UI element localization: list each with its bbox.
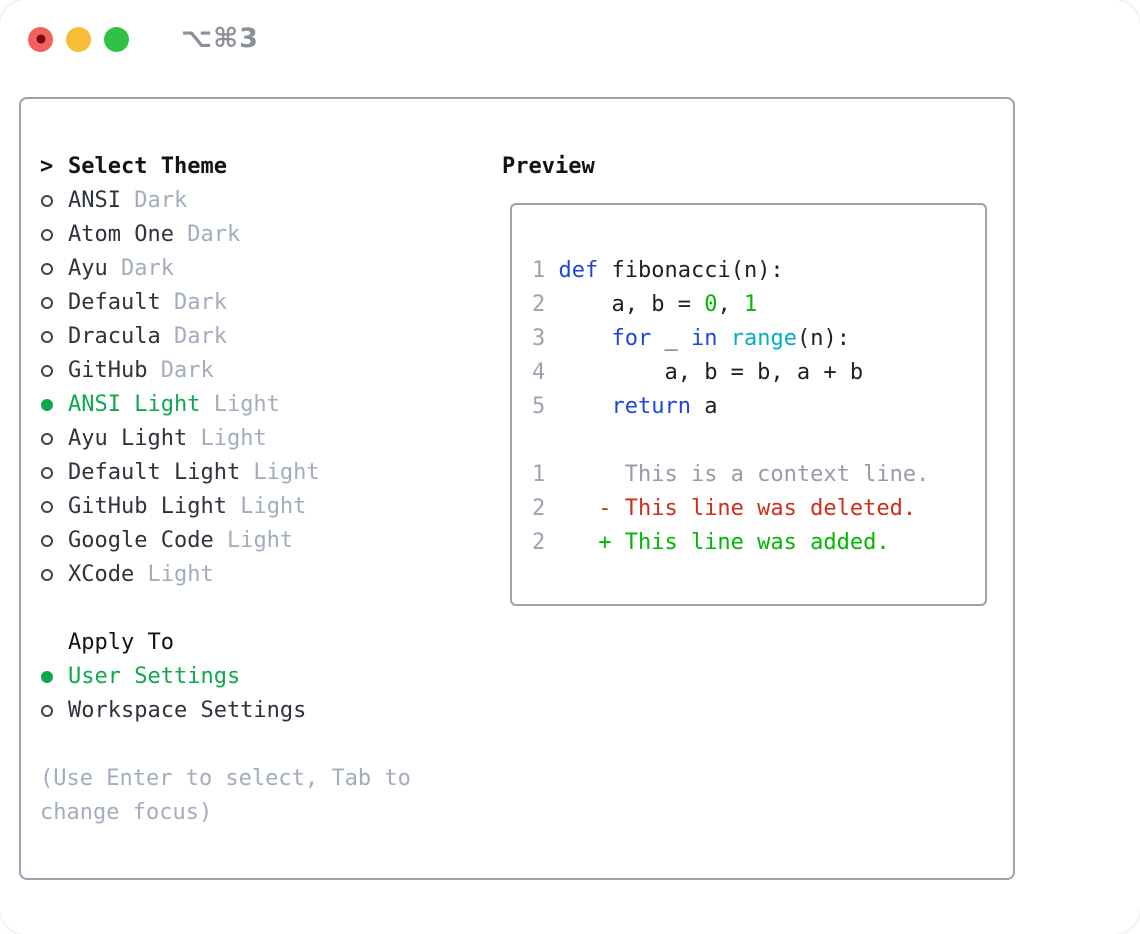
apply-option[interactable]: Workspace Settings — [40, 694, 480, 728]
radio-selected-icon — [40, 671, 68, 683]
focus-caret: > — [40, 154, 54, 179]
code-line — [532, 424, 985, 458]
keyboard-hint: (Use Enter to select, Tab to change focu… — [40, 766, 411, 825]
theme-option[interactable]: Ayu Dark — [40, 252, 480, 286]
theme-option[interactable]: Google Code Light — [40, 524, 480, 558]
theme-option[interactable]: Default Light Light — [40, 456, 480, 490]
radio-selected-icon — [40, 399, 68, 411]
select-theme-header: > Select Theme — [40, 150, 480, 184]
spacer — [40, 592, 480, 626]
code-line: 5 return a — [532, 394, 718, 419]
minimize-button[interactable] — [66, 26, 91, 52]
option-label: GitHub Light — [68, 494, 227, 519]
option-label: Ayu Light — [68, 426, 188, 451]
code-line: 2 a, b = 0, 1 — [532, 292, 758, 317]
theme-option[interactable]: Ayu Light Light — [40, 422, 480, 456]
line-number: 2 — [532, 496, 546, 521]
window-shortcut-label: ⌥⌘3 — [181, 23, 259, 54]
theme-option[interactable]: GitHub Dark — [40, 354, 480, 388]
option-label: Default Light — [68, 460, 241, 485]
radio-unselected-icon — [40, 535, 68, 547]
code-line: 1 This is a context line. — [532, 462, 930, 487]
preview-box: 1 def fibonacci(n): 2 a, b = 0, 1 3 for _ … — [510, 203, 987, 606]
option-label: User Settings — [68, 664, 241, 689]
radio-unselected-icon — [40, 331, 68, 343]
spacer — [40, 728, 480, 762]
radio-unselected-icon — [40, 229, 68, 241]
theme-option[interactable]: ANSI Light Light — [40, 388, 480, 422]
radio-unselected-icon — [40, 501, 68, 513]
radio-unselected-icon — [40, 195, 68, 207]
apply-to-title: Apply To — [68, 630, 174, 655]
option-label: Workspace Settings — [68, 698, 307, 723]
radio-unselected-icon — [40, 569, 68, 581]
radio-unselected-icon — [40, 365, 68, 377]
option-label: XCode — [68, 562, 135, 587]
line-number: 4 — [532, 360, 546, 385]
code-line: 3 for _ in range(n): — [532, 326, 850, 351]
option-variant-label: Dark — [173, 222, 241, 247]
code-line: 1 def fibonacci(n): — [532, 258, 784, 283]
option-variant-label: Dark — [160, 290, 227, 315]
option-label: Ayu — [68, 256, 108, 281]
code-line: 4 a, b = b, a + b — [532, 360, 864, 385]
code-line: 2 - This line was deleted. — [532, 496, 917, 521]
line-number: 3 — [532, 326, 546, 351]
line-number: 2 — [532, 530, 546, 555]
theme-option[interactable]: XCode Light — [40, 558, 480, 592]
zoom-button[interactable] — [104, 26, 129, 52]
radio-unselected-icon — [40, 263, 68, 275]
radio-unselected-icon — [40, 297, 68, 309]
option-variant-label: Light — [226, 494, 307, 519]
preview-title: Preview — [502, 154, 595, 179]
radio-unselected-icon — [40, 705, 68, 717]
theme-option[interactable]: Atom One Dark — [40, 218, 480, 252]
radio-unselected-icon — [40, 467, 68, 479]
code-line: 2 + This line was added. — [532, 530, 890, 555]
theme-option[interactable]: GitHub Light Light — [40, 490, 480, 524]
option-variant-label: Light — [187, 426, 267, 451]
option-variant-label: Dark — [120, 188, 188, 213]
option-label: Atom One — [68, 222, 174, 247]
option-label: ANSI Light — [68, 392, 201, 417]
option-label: Dracula — [68, 324, 161, 349]
line-number: 2 — [532, 292, 546, 317]
theme-option[interactable]: Default Dark — [40, 286, 480, 320]
close-button[interactable] — [28, 26, 53, 52]
radio-unselected-icon — [40, 433, 68, 445]
close-button-dot — [36, 34, 45, 44]
option-variant-label: Light — [240, 460, 320, 485]
theme-option[interactable]: Dracula Dark — [40, 320, 480, 354]
select-theme-title: Select Theme — [68, 154, 227, 179]
option-variant-label: Light — [213, 528, 294, 553]
option-label: ANSI — [68, 188, 121, 213]
option-variant-label: Light — [200, 392, 280, 417]
option-variant-label: Dark — [107, 256, 174, 281]
option-variant-label: Dark — [147, 358, 214, 383]
option-label: Google Code — [68, 528, 214, 553]
line-number: 1 — [532, 258, 546, 283]
titlebar: ⌥⌘3 — [28, 23, 259, 54]
option-label: GitHub — [68, 358, 148, 383]
option-variant-label: Light — [134, 562, 214, 587]
theme-option[interactable]: ANSI Dark — [40, 184, 480, 218]
code-preview: 1 def fibonacci(n): 2 a, b = 0, 1 3 for _ … — [532, 254, 985, 560]
line-number: 1 — [532, 462, 546, 487]
apply-option[interactable]: User Settings — [40, 660, 480, 694]
option-variant-label: Dark — [160, 324, 227, 349]
option-label: Default — [68, 290, 161, 315]
line-number: 5 — [532, 394, 546, 419]
